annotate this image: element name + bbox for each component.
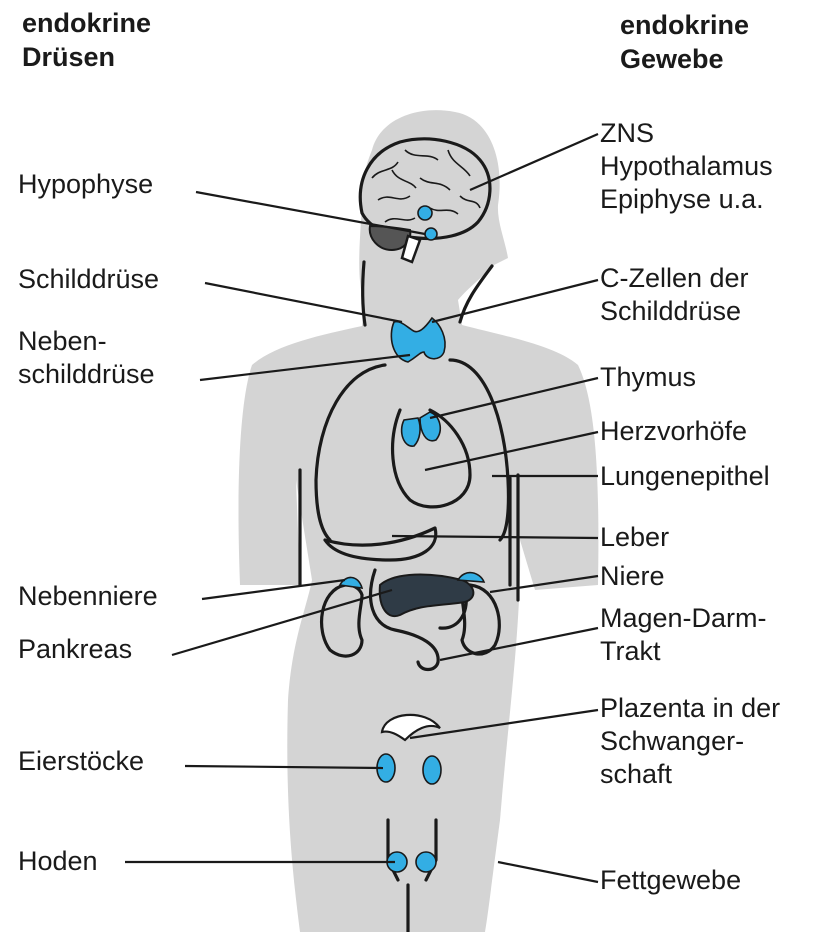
label-lungenepithel: Lungenepithel xyxy=(600,460,770,493)
label-c-zellen-line2: Schilddrüse xyxy=(600,295,749,328)
label-schilddruese: Schilddrüse xyxy=(18,263,159,296)
label-leber: Leber xyxy=(600,521,669,554)
label-fettgewebe: Fettgewebe xyxy=(600,864,741,897)
label-nebenniere: Nebenniere xyxy=(18,580,158,613)
label-niere: Niere xyxy=(600,560,665,593)
label-c-zellen: C-Zellen der Schilddrüse xyxy=(600,262,749,328)
label-magen-darm-line2: Trakt xyxy=(600,635,767,668)
label-plazenta-line2: Schwanger- xyxy=(600,725,780,758)
leader-fettgewebe xyxy=(498,862,598,882)
label-nebenschilddruese: Neben- schilddrüse xyxy=(18,325,155,391)
header-endokrine-gewebe: endokrine Gewebe xyxy=(620,8,749,76)
header-endokrine-druesen: endokrine Drüsen xyxy=(22,6,151,74)
label-zns-line2: Hypothalamus xyxy=(600,150,773,183)
label-plazenta: Plazenta in der Schwanger- schaft xyxy=(600,692,780,791)
gland-hypothalamus xyxy=(418,206,432,220)
label-magen-darm: Magen-Darm- Trakt xyxy=(600,602,767,668)
label-plazenta-line3: schaft xyxy=(600,758,780,791)
label-hypophyse: Hypophyse xyxy=(18,168,153,201)
gland-hypophyse xyxy=(425,228,437,240)
header-left-line2: Drüsen xyxy=(22,40,151,74)
label-zns-line1: ZNS xyxy=(600,117,773,150)
gland-testis-right xyxy=(416,852,436,872)
label-thymus: Thymus xyxy=(600,361,696,394)
header-left-line1: endokrine xyxy=(22,6,151,40)
label-magen-darm-line1: Magen-Darm- xyxy=(600,602,767,635)
label-eierstoecke: Eierstöcke xyxy=(18,745,144,778)
label-herzvorhoefe: Herzvorhöfe xyxy=(600,415,747,448)
label-plazenta-line1: Plazenta in der xyxy=(600,692,780,725)
header-right-line2: Gewebe xyxy=(620,42,749,76)
label-hoden: Hoden xyxy=(18,845,98,878)
label-nebenschilddruese-line1: Neben- xyxy=(18,325,155,358)
label-zns-line3: Epiphyse u.a. xyxy=(600,183,773,216)
label-pankreas: Pankreas xyxy=(18,633,132,666)
label-nebenschilddruese-line2: schilddrüse xyxy=(18,358,155,391)
gland-ovary-right xyxy=(423,756,441,784)
label-c-zellen-line1: C-Zellen der xyxy=(600,262,749,295)
header-right-line1: endokrine xyxy=(620,8,749,42)
label-zns: ZNS Hypothalamus Epiphyse u.a. xyxy=(600,117,773,216)
